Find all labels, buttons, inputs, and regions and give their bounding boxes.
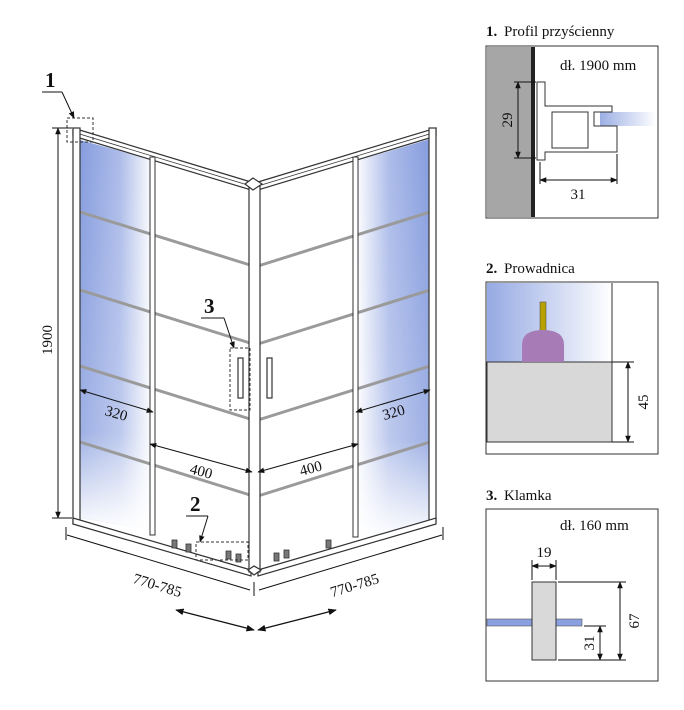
left-grid-bars — [79, 210, 251, 497]
profile-caption: 1. Profil przyścienny — [486, 24, 615, 40]
handle-section — [531, 581, 557, 661]
callout-1: 1 — [45, 68, 56, 92]
profile-section — [536, 81, 618, 161]
callout-leaders — [42, 91, 235, 543]
fixed-width-right-dim — [355, 389, 431, 413]
door-width-left-label: 400 — [188, 461, 214, 482]
bottom-rollers — [171, 539, 332, 563]
door-width-right-label: 400 — [298, 458, 324, 479]
guide-height-label: 45 — [636, 395, 652, 410]
guide-caption: 2. Prowadnica — [486, 261, 575, 277]
handle-length-note: dł. 160 mm — [560, 518, 629, 534]
handle-caption: 3. Klamka — [486, 488, 552, 504]
handle-width-label: 19 — [537, 545, 552, 561]
fixed-width-right-label: 320 — [381, 402, 407, 424]
left-fixed-glass-fade — [80, 140, 153, 530]
callout-3: 3 — [204, 294, 215, 318]
corner-post — [244, 177, 264, 576]
height-dimension — [52, 127, 72, 519]
fixed-width-left-label: 320 — [103, 403, 129, 425]
height-label: 1900 — [40, 325, 56, 355]
callout-boxes — [66, 117, 251, 561]
span-dims — [65, 527, 444, 596]
detail-profile: 1. Profil przyścienny dł. 1900 mm 29 31 — [485, 24, 659, 219]
callout-2: 2 — [190, 492, 201, 516]
profile-wall — [487, 47, 531, 217]
handle-offset-label: 31 — [582, 636, 598, 651]
guide-floor — [486, 361, 613, 443]
detail-handle: 3. Klamka dł. 160 mm 19 67 31 — [485, 488, 659, 682]
profile-depth-label: 31 — [571, 187, 586, 203]
profile-glass — [600, 112, 656, 126]
profile-height-label: 29 — [500, 113, 516, 128]
handle-height-label: 67 — [627, 613, 643, 629]
right-fixed-glass-fade — [356, 139, 430, 540]
enclosure-main: 1 3 2 1900 320 320 400 400 — [40, 68, 444, 632]
right-frame — [257, 127, 437, 577]
detail-guide: 2. Prowadnica 45 — [485, 261, 659, 455]
door-handles — [237, 357, 273, 399]
fixed-width-left-dim — [79, 389, 154, 413]
left-frame — [72, 127, 252, 577]
guide-roller — [522, 330, 564, 362]
door-width-left-dim — [149, 442, 253, 474]
span-left-label: 770-785 — [131, 571, 183, 601]
sliding-arrows — [175, 608, 337, 632]
profile-length-note: dł. 1900 mm — [560, 58, 637, 74]
door-width-right-dim — [257, 443, 359, 473]
span-right-label: 770-785 — [329, 571, 381, 601]
